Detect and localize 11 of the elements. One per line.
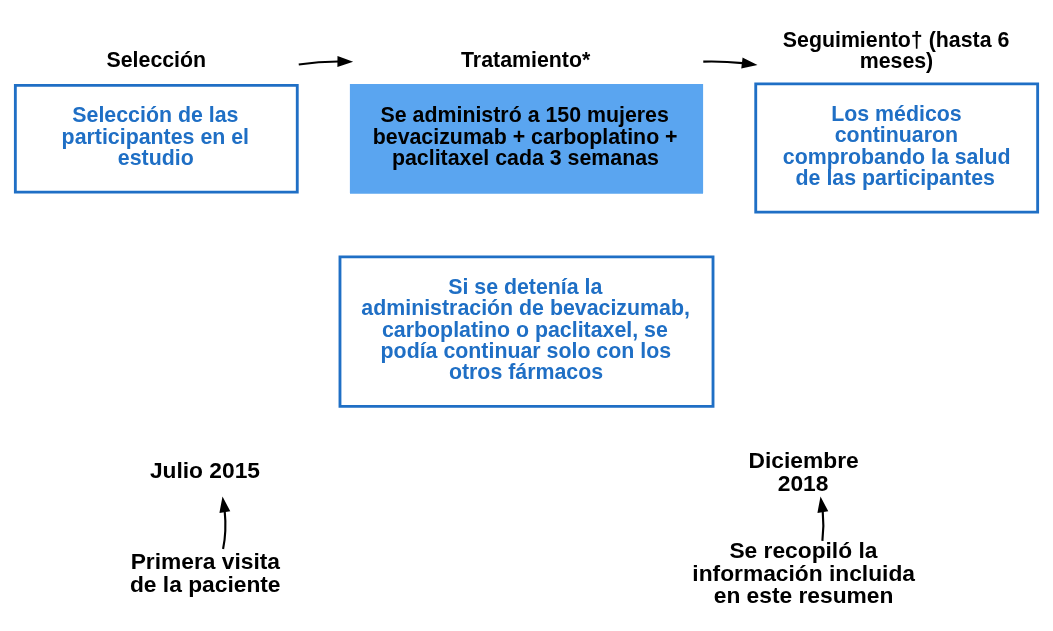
- node-label: Seguimiento† (hasta 6 meses): [782, 27, 1010, 73]
- arrow: [817, 496, 829, 541]
- node-label: Tratamiento*: [461, 47, 591, 72]
- node-text: Se recopiló la información incluida en este resumen: [692, 536, 915, 608]
- node-text: Primera visita de la paciente: [129, 547, 281, 597]
- node-label: Selección: [106, 47, 207, 72]
- node-text: Diciembre 2018: [748, 446, 859, 496]
- node-text: Julio 2015: [149, 456, 260, 483]
- arrow: [703, 57, 758, 68]
- arrow: [219, 496, 231, 549]
- arrow: [298, 55, 354, 67]
